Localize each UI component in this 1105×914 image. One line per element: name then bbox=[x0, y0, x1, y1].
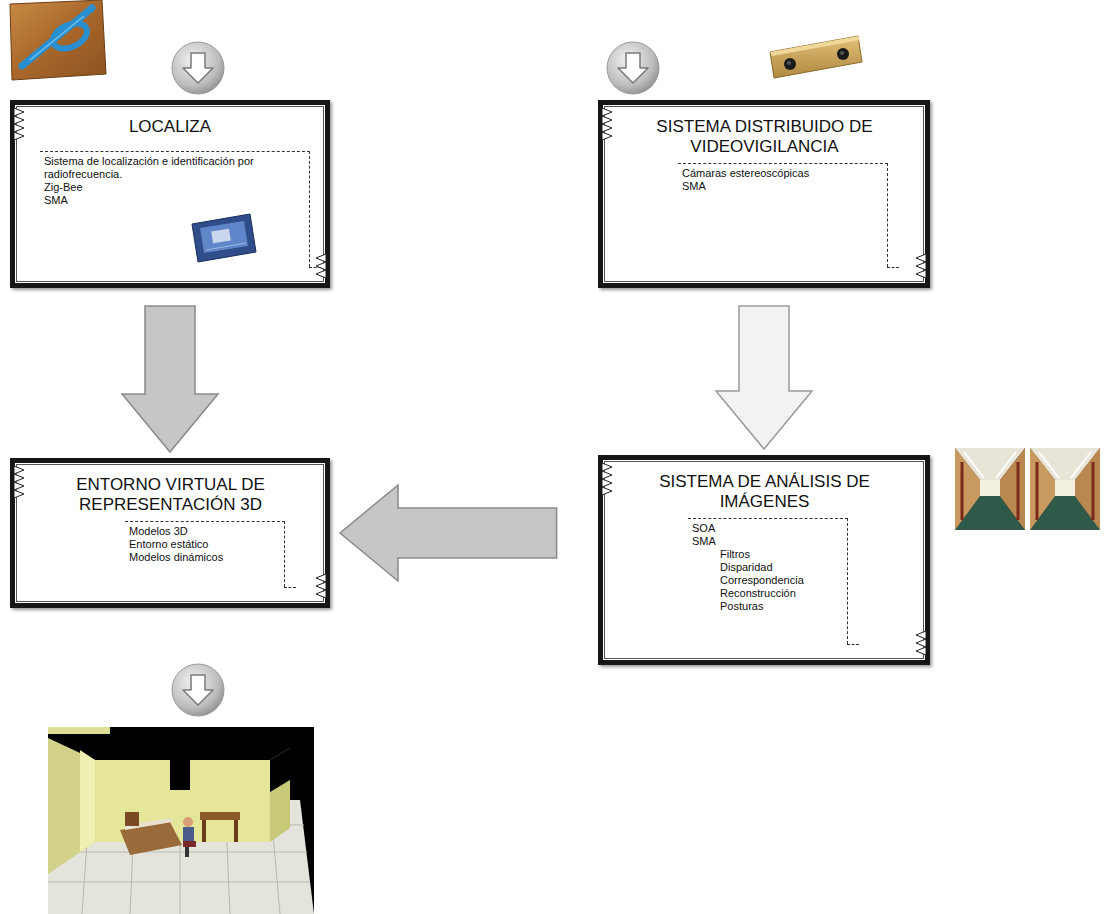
body-text: SMA bbox=[682, 180, 861, 193]
body-text: Disparidad bbox=[692, 561, 821, 574]
corridor-photo bbox=[1030, 448, 1100, 530]
body-text: Modelos 3D bbox=[129, 525, 258, 538]
system-box: SISTEMA DISTRIBUIDO DE VIDEOVIGILANCIA Cá… bbox=[598, 100, 930, 288]
body-text: SMA bbox=[44, 194, 283, 207]
detail-bracket: SOASMAFiltrosDisparidadCorrespondenciaRe… bbox=[688, 518, 848, 644]
box-title: SISTEMA DE ANÁLISIS DE IMÁGENES bbox=[657, 472, 872, 512]
bracelet-photo bbox=[10, 0, 106, 80]
box-title: ENTORNO VIRTUAL DE REPRESENTACIÓN 3D bbox=[58, 475, 283, 515]
detail-bracket: Cámaras estereoscópicasSMA bbox=[678, 163, 888, 267]
frame-notch bbox=[314, 253, 326, 279]
frame-notch bbox=[914, 630, 926, 656]
body-text: Reconstrucción bbox=[692, 587, 821, 600]
frame-notch bbox=[314, 573, 326, 599]
room-render bbox=[48, 727, 314, 914]
frame-notch bbox=[14, 465, 26, 499]
box-title: LOCALIZA bbox=[50, 117, 290, 137]
bracket-foot bbox=[284, 587, 296, 588]
down-arrow-symbol bbox=[172, 664, 224, 716]
frame-notch bbox=[602, 462, 614, 496]
bracket-foot bbox=[887, 267, 899, 268]
down-arrow-symbol bbox=[172, 42, 224, 94]
corridor-photo bbox=[955, 448, 1025, 530]
block-arrow bbox=[716, 306, 812, 449]
block-arrow bbox=[122, 306, 218, 452]
detail-bracket: Sistema de localización e identificación… bbox=[40, 151, 310, 267]
body-text: Correspondencia bbox=[692, 574, 821, 587]
system-box: LOCALIZA Sistema de localización e identi… bbox=[10, 100, 330, 288]
bracket-foot bbox=[309, 267, 321, 268]
body-text: Posturas bbox=[692, 600, 821, 613]
body-text: SMA bbox=[692, 535, 821, 548]
system-box: ENTORNO VIRTUAL DE REPRESENTACIÓN 3D Mode… bbox=[10, 458, 330, 608]
rfid-chip-photo bbox=[192, 214, 256, 262]
body-text: SOA bbox=[692, 522, 821, 535]
box-title: SISTEMA DISTRIBUIDO DE VIDEOVIGILANCIA bbox=[652, 117, 877, 157]
body-text: Sistema de localización e identificación… bbox=[44, 155, 283, 181]
body-text: Entorno estático bbox=[129, 538, 258, 551]
frame-notch bbox=[914, 253, 926, 279]
bracket-foot bbox=[847, 644, 859, 645]
down-arrow-symbol bbox=[607, 42, 659, 94]
body-text: Filtros bbox=[692, 548, 821, 561]
detail-bracket: Modelos 3DEntorno estáticoModelos dinámi… bbox=[125, 521, 285, 587]
body-text: Modelos dinámicos bbox=[129, 551, 258, 564]
body-text: Cámaras estereoscópicas bbox=[682, 167, 861, 180]
system-box: SISTEMA DE ANÁLISIS DE IMÁGENES SOASMAFil… bbox=[598, 455, 930, 665]
stereo-camera-photo bbox=[770, 36, 862, 78]
frame-notch bbox=[602, 107, 614, 141]
body-text: Zig-Bee bbox=[44, 181, 283, 194]
block-arrow bbox=[340, 485, 557, 581]
frame-notch bbox=[14, 107, 26, 141]
